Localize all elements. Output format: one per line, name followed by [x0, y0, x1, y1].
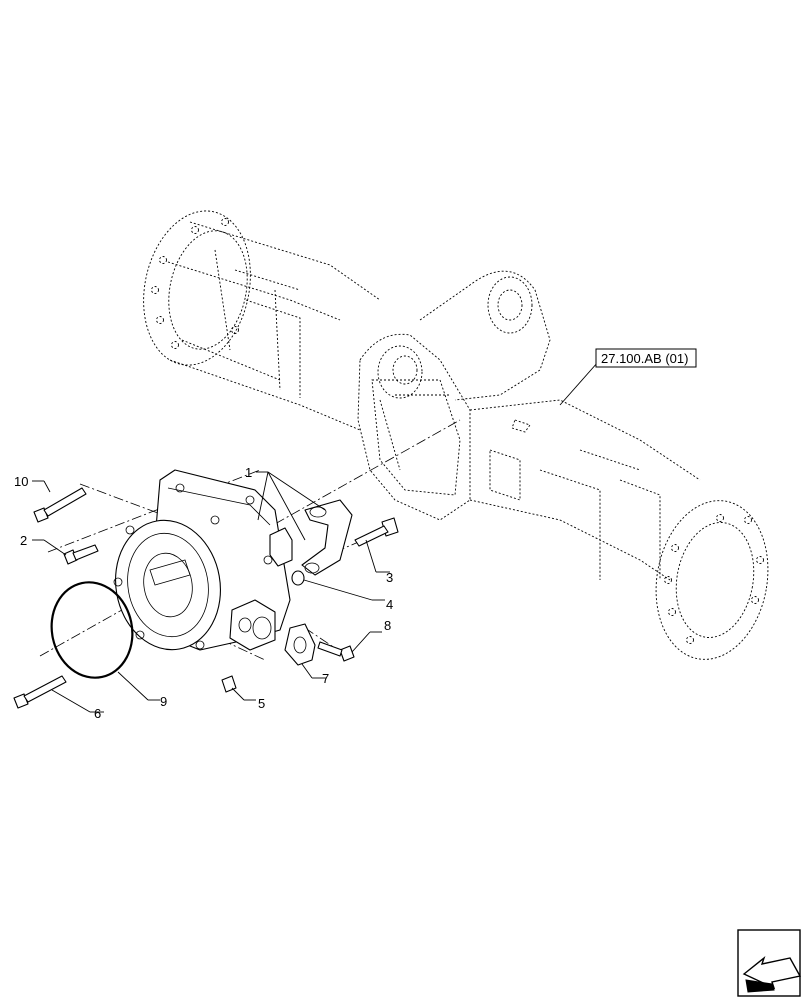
callout-10: 10 [14, 474, 28, 489]
bolt-10 [33, 487, 87, 523]
callout-labels: 10 2 1 3 4 8 7 5 9 6 [14, 465, 393, 721]
callout-7: 7 [322, 671, 329, 686]
o-ring-9 [50, 581, 134, 679]
callout-4: 4 [386, 597, 393, 612]
plug-4 [291, 570, 305, 586]
bolt-2 [63, 544, 99, 565]
callout-6: 6 [94, 706, 101, 721]
axle-housing-ghost [143, 210, 769, 660]
bolt-6 [13, 675, 67, 709]
callout-2: 2 [20, 533, 27, 548]
clamp-cap [301, 499, 353, 576]
callout-1: 1 [245, 465, 252, 480]
callout-5: 5 [258, 696, 265, 711]
callout-9: 9 [160, 694, 167, 709]
bolt-3 [354, 517, 399, 547]
bolt-8 [317, 641, 355, 662]
callout-8: 8 [384, 618, 391, 633]
reference-label[interactable]: 27.100.AB (01) [601, 351, 688, 366]
next-page-arrow-icon[interactable] [737, 929, 802, 997]
final-drive-housing [113, 469, 293, 651]
leader-lines [32, 361, 599, 713]
cover-plate-7 [284, 623, 316, 666]
reference-link[interactable]: 27.100.AB (01) [595, 348, 697, 368]
callout-3: 3 [386, 570, 393, 585]
